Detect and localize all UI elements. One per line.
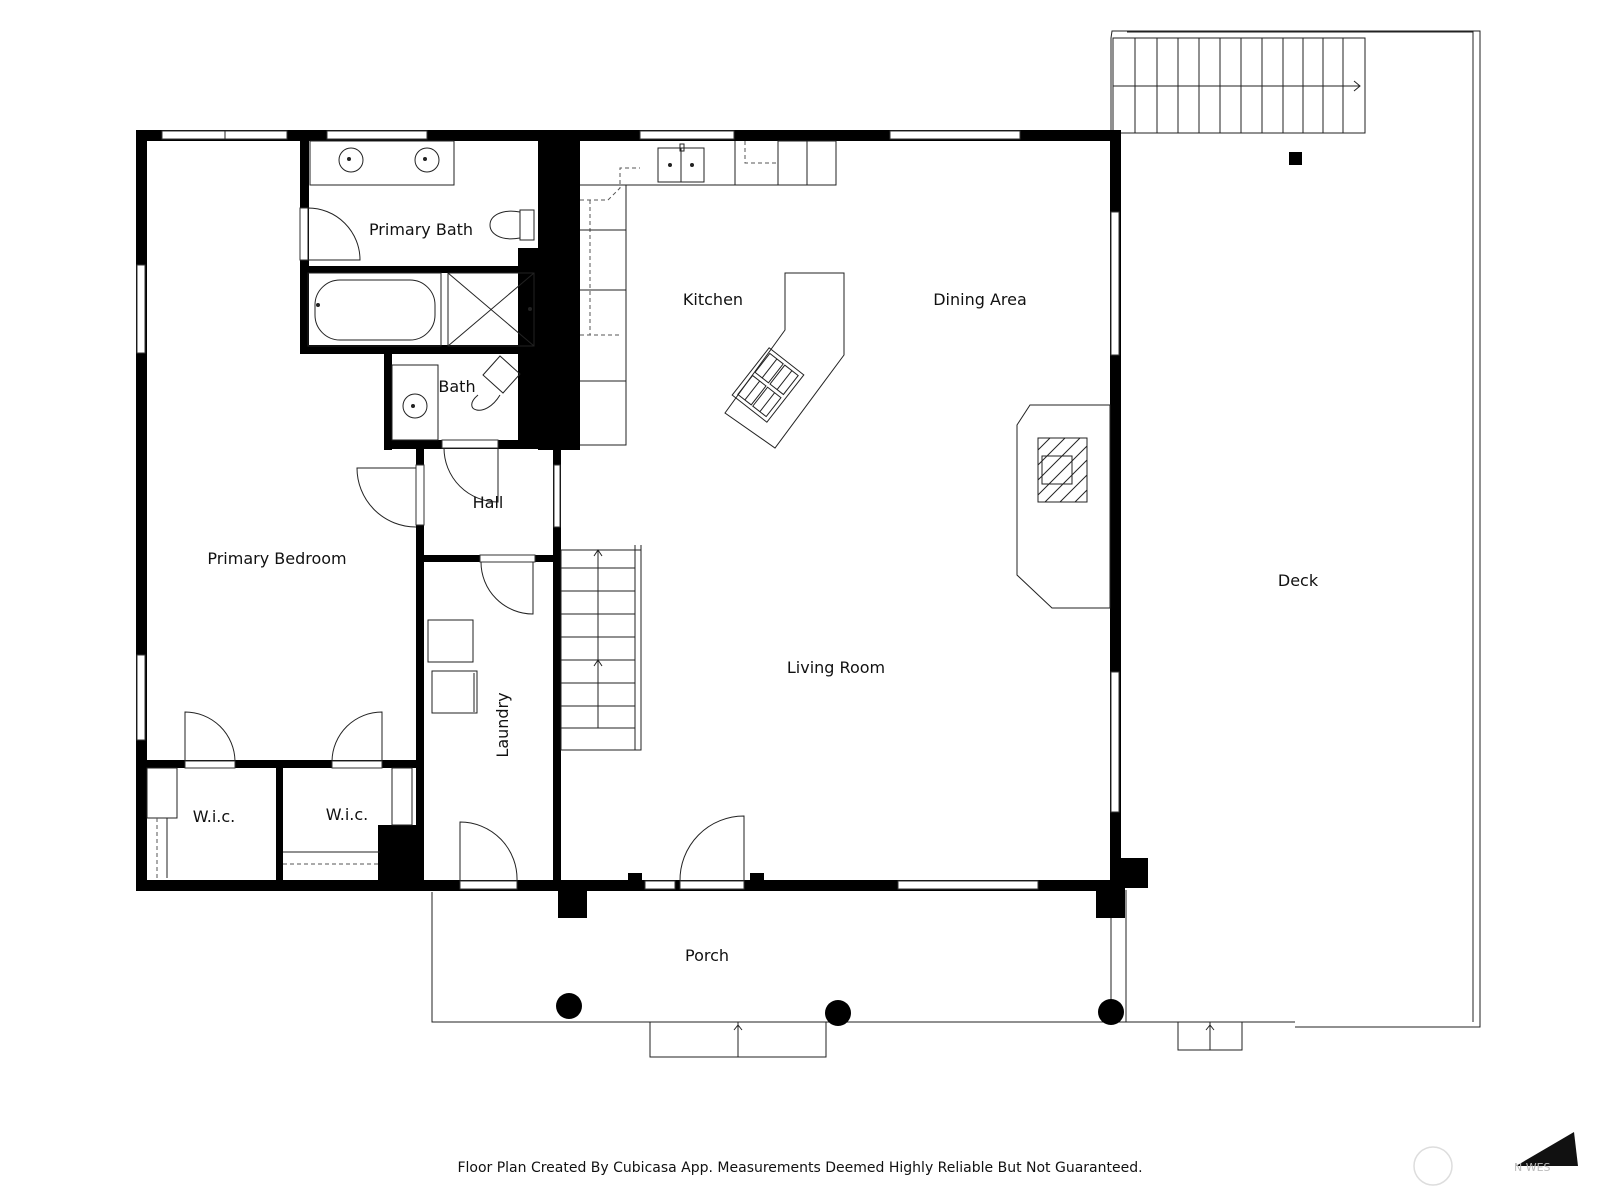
porch-column-icon [1098,999,1124,1025]
kitchen-island [724,272,845,449]
exterior-walls [136,130,1148,891]
compass-arrow-icon: N WES [1514,1132,1578,1174]
sink-icon [402,393,428,419]
deck-stair-treads [1113,38,1361,133]
room-label-kitchen: Kitchen [683,290,743,309]
windows [136,130,1120,890]
room-label-dining-area: Dining Area [933,290,1027,309]
room-label-primary-bedroom: Primary Bedroom [207,549,346,568]
room-label-bath: Bath [438,377,475,396]
sink-icon [338,147,364,173]
toilet-icon [471,355,521,411]
bathtub [307,272,442,347]
sink-icon [414,147,440,173]
fireplace-hearth [1016,404,1111,609]
porch-structure [431,885,1127,1058]
circle-watermark-icon [1413,1146,1453,1186]
washer-icon [427,619,474,663]
interior-walls [140,130,580,890]
room-label-primary-bath: Primary Bath [369,220,473,239]
room-label-wic-right: W.i.c. [326,805,368,824]
doors [184,207,764,890]
deck-structure [1110,30,1481,1051]
dryer-icon [431,670,478,714]
bath-vanity [391,364,439,441]
porch-column-icon [556,993,582,1019]
double-vanity [309,140,455,186]
toilet-icon [489,210,521,240]
fireplace-icon [1037,437,1088,503]
shower [447,272,535,347]
room-label-living-room: Living Room [787,658,885,677]
room-label-deck: Deck [1278,571,1319,590]
fixtures [146,140,1111,878]
porch-column-icon [825,1000,851,1026]
room-label-wic-left: W.i.c. [193,807,235,826]
interior-stairs [560,545,642,751]
room-label-hall: Hall [473,493,504,512]
deck-post-icon [1289,152,1302,165]
room-label-porch: Porch [685,946,729,965]
footer-disclaimer: Floor Plan Created By Cubicasa App. Meas… [457,1160,1142,1176]
compass-label: N WES [1514,1161,1551,1174]
room-labels: Primary Bath Kitchen Dining Area Bath Ha… [193,220,1319,965]
cooktop-icon [731,347,805,423]
room-label-laundry: Laundry [493,692,512,757]
